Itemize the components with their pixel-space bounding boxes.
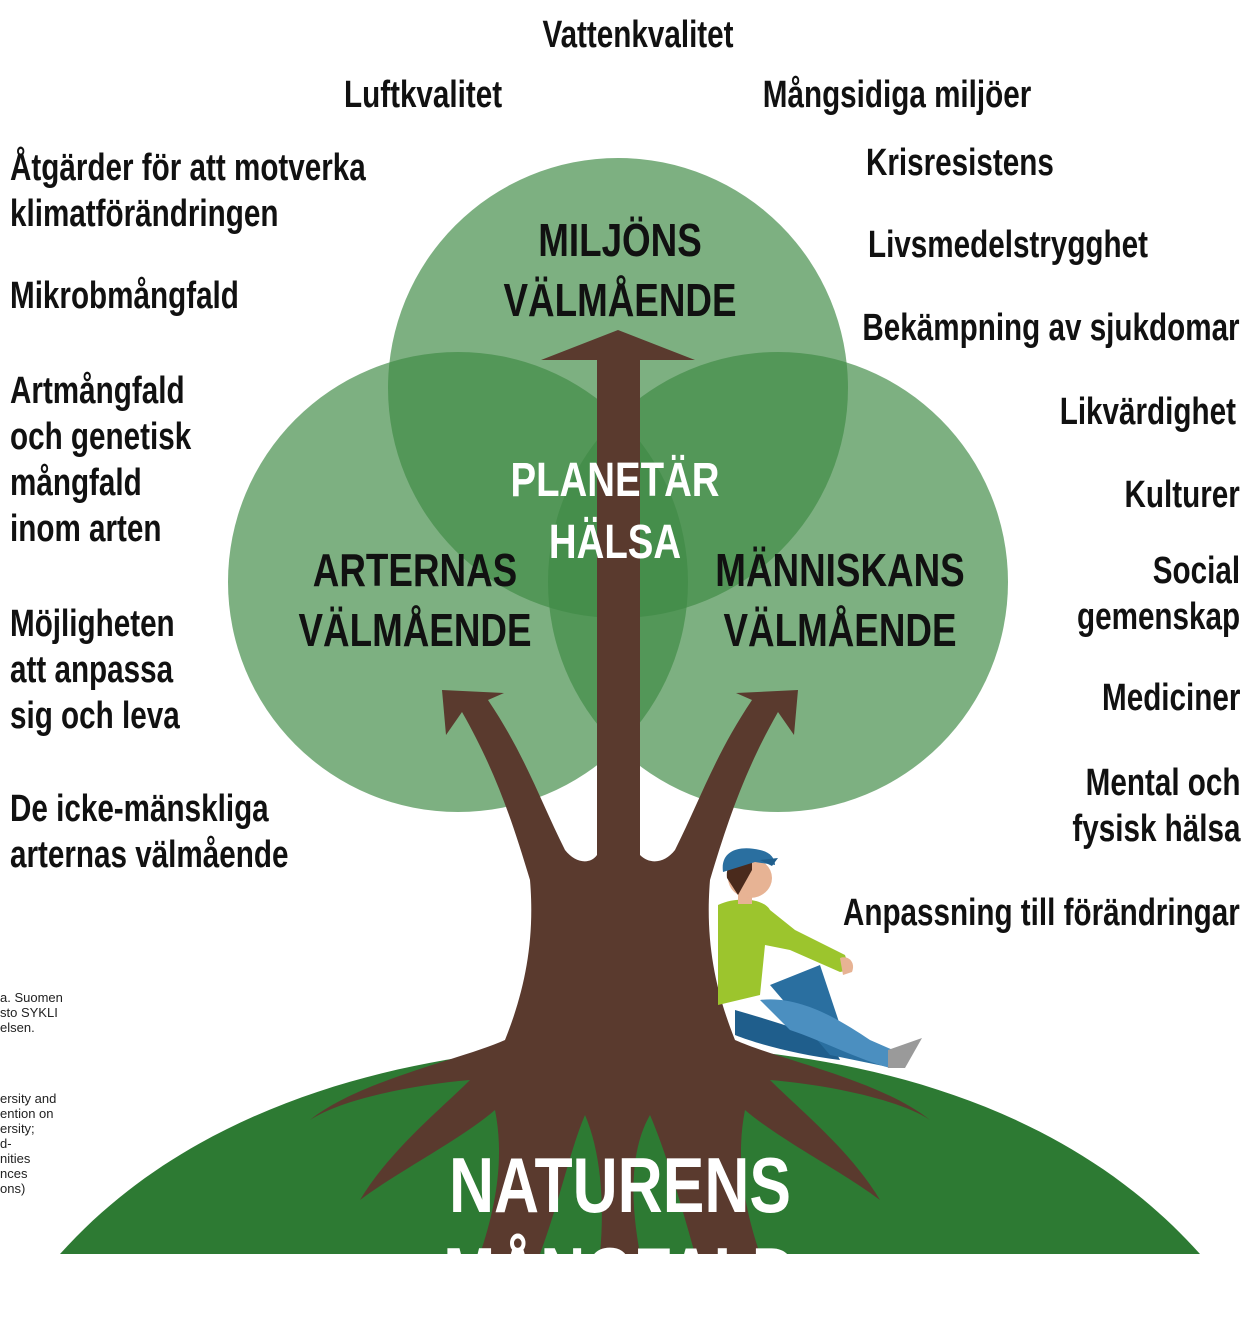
tree-illustration: [60, 158, 1200, 1254]
label-social-gemenskap: Social gemenskap: [1076, 550, 1240, 638]
circle-label-arternas: ARTERNAS VÄLMÅENDE: [298, 544, 532, 656]
circle-right: [548, 352, 1008, 812]
label-klimatatgarder: Åtgärder för att motverka klimatförändri…: [10, 147, 366, 235]
credit-fragment-2: ersity and ention on ersity; d- nities n…: [0, 1091, 57, 1196]
circle-label-planetar-halsa: PLANETÄR HÄLSA: [510, 454, 720, 569]
label-anpassa-sig: Möjligheten att anpassa sig och leva: [10, 603, 180, 737]
label-kulturer: Kulturer: [1124, 474, 1240, 516]
label-luftkvalitet: Luftkvalitet: [344, 74, 503, 116]
label-mangsidiga-miljoer: Mångsidiga miljöer: [762, 74, 1032, 116]
label-artmangfald: Artmångfald och genetisk mångfald inom a…: [10, 370, 192, 550]
label-mediciner: Mediciner: [1101, 677, 1240, 719]
label-krisresistens: Krisresistens: [866, 142, 1054, 184]
credit-fragment-1: a. Suomen sto SYKLI elsen.: [0, 990, 63, 1035]
circle-left: [228, 352, 688, 812]
label-likvardighet: Likvärdighet: [1059, 391, 1236, 433]
circle-label-manniskans: MÄNNISKANS VÄLMÅENDE: [715, 544, 965, 656]
person-illustration: [718, 848, 922, 1068]
label-bekampning-sjukdomar: Bekämpning av sjukdomar: [862, 307, 1240, 349]
tree-trunk: [310, 330, 930, 1254]
planetary-health-tree-diagram: Vattenkvalitet Luftkvalitet Mångsidiga m…: [0, 14, 1240, 1254]
label-anpassning-forandringar: Anpassning till förändringar: [843, 892, 1240, 934]
label-livsmedelstrygghet: Livsmedelstrygghet: [867, 224, 1148, 266]
base-label-naturens-mangfald: NATURENS MÅNGFALD: [443, 1141, 797, 1319]
circle-label-miljons: MILJÖNS VÄLMÅENDE: [503, 214, 737, 326]
label-mental-fysisk-halsa: Mental och fysisk hälsa: [1071, 762, 1240, 850]
label-icke-manskliga-arter: De icke-mänskliga arternas välmående: [10, 788, 289, 876]
label-vattenkvalitet: Vattenkvalitet: [542, 14, 734, 56]
label-mikrobmangfald: Mikrobmångfald: [10, 275, 239, 317]
